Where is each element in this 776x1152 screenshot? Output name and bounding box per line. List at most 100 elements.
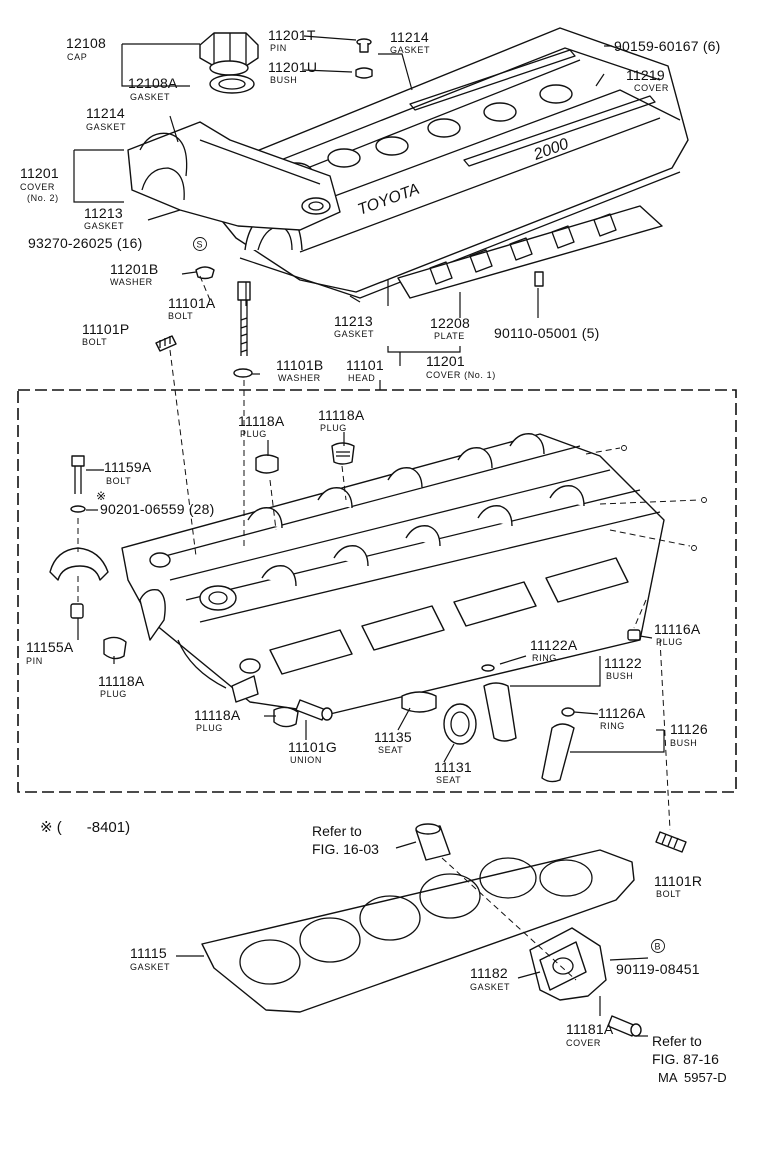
part-name: COVER (No. 1) (426, 370, 496, 380)
part-number: 11118A (194, 707, 241, 723)
part-number: 11201B (110, 261, 158, 277)
part-number: 11101G (288, 739, 337, 755)
part-number: 11126 (670, 721, 708, 737)
label-11219-cover: 11219 COVER (626, 67, 669, 93)
part-number: 11182 (470, 965, 508, 981)
part-number: 12108A (128, 75, 178, 91)
label-11101G-union: 11101G UNION (288, 739, 337, 765)
part-name: PLATE (434, 331, 465, 341)
part-number: 11201U (268, 59, 317, 75)
part-name: UNION (290, 755, 322, 765)
label-11126A-ring: 11126A RING (598, 705, 646, 731)
badge-circle (651, 939, 665, 953)
part-number: 11101P (82, 321, 129, 337)
part-number: 11122 (604, 655, 642, 671)
part-name: BUSH (670, 738, 697, 748)
part-number: 11118A (98, 673, 145, 689)
plate-screw-drawing (534, 271, 544, 287)
label-11122-bush: 11122 BUSH (604, 655, 642, 681)
part-number: 12208 (430, 315, 470, 331)
label-90159: 90159-60167 (6) (614, 38, 721, 54)
label-11201-cover-no1: 11201 COVER (No. 1) (426, 353, 496, 380)
part-number: 11115 (130, 945, 167, 961)
part-number: 11219 (626, 67, 665, 83)
label-11159A-bolt: 11159A BOLT (104, 459, 152, 486)
part-number: 90159-60167 (6) (614, 38, 721, 54)
part-number: 11116A (654, 621, 701, 637)
seat-11131-drawing (443, 703, 477, 745)
bush-11122-drawing (481, 664, 517, 742)
seat-11135-drawing (401, 691, 437, 713)
stud-bolt-drawing (655, 831, 687, 853)
part-name: GASKET (86, 122, 126, 132)
referenced-fitting-drawing (415, 823, 451, 861)
part-number: 11181A (566, 1021, 614, 1037)
part-number: 11135 (374, 729, 412, 745)
part-number: 12108 (66, 35, 106, 51)
oil-filler-cap-drawing (199, 32, 259, 76)
plugs-drawing (103, 442, 355, 728)
part-name: BOLT (82, 337, 107, 347)
label-11131-seat: 11131 SEAT (434, 759, 472, 785)
water-outlet-drawing (529, 927, 642, 1037)
part-name: GASKET (130, 962, 170, 972)
part-number: 11101B (276, 357, 323, 373)
label-11201U-bush: 11201U BUSH (268, 59, 317, 85)
part-name: COVER (566, 1038, 601, 1048)
part-number: 11213 (84, 205, 123, 221)
bush-11126-drawing (541, 707, 575, 783)
part-number: 11155A (26, 639, 74, 655)
part-name: HEAD (348, 373, 375, 383)
label-93270: 93270-26025 (16) S (28, 235, 207, 251)
part-number: 93270-26025 (16) (28, 235, 143, 251)
part-name: CAP (67, 52, 87, 62)
part-name: BUSH (606, 671, 633, 681)
label-11122A-ring: 11122A RING (530, 637, 578, 663)
label-11101B-washer: 11101B WASHER (276, 357, 323, 383)
part-badge: S (197, 240, 204, 250)
part-number: 11131 (434, 759, 472, 775)
part-name: GASKET (130, 92, 170, 102)
part-name: PLUG (240, 429, 267, 439)
label-11116A-plug: 11116A PLUG (654, 621, 701, 647)
label-11201-cover-no2: 11201 COVER (No. 2) (20, 165, 59, 203)
part-name: GASKET (84, 221, 124, 231)
part-badge: B (655, 942, 662, 952)
part-number: 11214 (390, 29, 429, 45)
label-11155A-pin: 11155A PIN (26, 639, 74, 666)
part-name: COVER (634, 83, 669, 93)
label-11213-gasket-left: 11213 GASKET (84, 205, 124, 231)
drawing-code: MA 5957-D (658, 1070, 727, 1085)
bearing-cap-drawing (49, 547, 109, 581)
head-bolts-drawing (155, 281, 253, 378)
label-11201T-pin: 11201T PIN (268, 27, 316, 53)
label-11118A-plug-d: 11118A PLUG (194, 707, 241, 733)
part-number: 11201 (426, 353, 465, 369)
label-11118A-plug-a: 11118A PLUG (238, 413, 285, 439)
knock-pin-drawing (70, 603, 84, 619)
part-number: 11213 (334, 313, 373, 329)
part-name: RING (600, 721, 625, 731)
baffle-plate-drawing (397, 205, 663, 299)
part-name: SEAT (378, 745, 403, 755)
footnote-mark: ※ (96, 489, 106, 503)
label-11115-gasket: 11115 GASKET (130, 945, 170, 972)
union-drawing (295, 699, 333, 721)
label-11118A-plug-b: 11118A PLUG (318, 407, 365, 433)
reference-line1: Refer to (652, 1033, 702, 1049)
label-11135-seat: 11135 SEAT (374, 729, 412, 755)
labels: 12108 CAP 12108A GASKET 11201T PIN 11201… (20, 27, 727, 1085)
label-11214-gasket-left: 11214 GASKET (86, 105, 126, 132)
part-number: 11118A (318, 407, 365, 423)
part-name: PIN (270, 43, 287, 53)
label-11118A-plug-c: 11118A PLUG (98, 673, 145, 699)
label-90201: ※ 90201-06559 (28) (96, 489, 214, 517)
reference-fig-16-03: Refer to FIG. 16-03 (312, 823, 379, 857)
part-name: BOLT (656, 889, 681, 899)
part-subname: (No. 2) (27, 193, 59, 203)
part-name: RING (532, 653, 557, 663)
label-12108-cap: 12108 CAP (66, 35, 106, 62)
part-number: 11201T (268, 27, 316, 43)
part-number: 11118A (238, 413, 285, 429)
part-number: 11101R (654, 873, 702, 889)
